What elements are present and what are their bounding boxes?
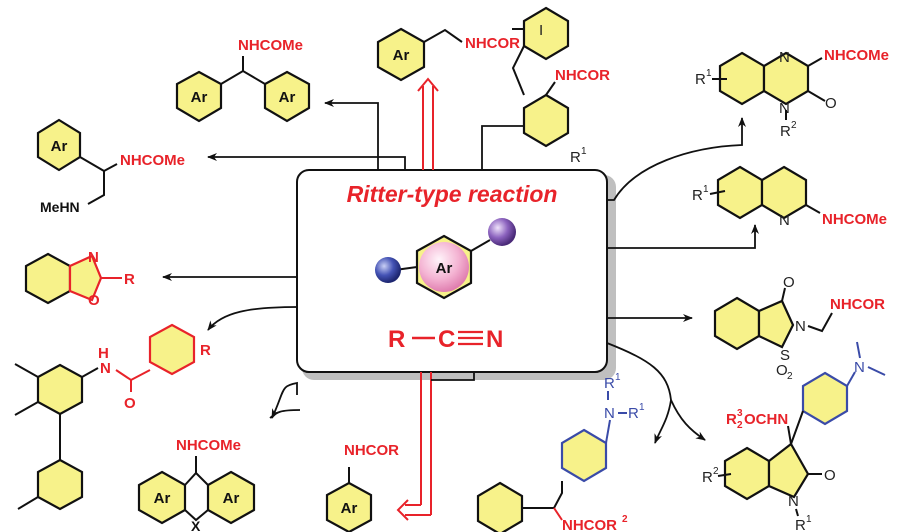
r1-sup: 1 — [703, 184, 709, 195]
nh-h-label: H — [98, 345, 109, 362]
amide-group-label: NHCOR — [562, 517, 617, 532]
so2-label: O — [776, 362, 788, 379]
red-double-arrow-up — [417, 77, 439, 170]
r2-sup: 2 — [791, 120, 797, 131]
product-benzylic-amide: Ar NHCOR — [376, 27, 520, 82]
ring-label: Ar — [51, 138, 68, 155]
red-double-arrow-down — [396, 372, 432, 521]
ring-label: Ar — [341, 500, 358, 517]
amide-group-label: NHCOMe — [824, 47, 889, 64]
arrow-to-aminophenyl-amide — [606, 342, 672, 444]
amide-group-label: NHCOMe — [176, 437, 241, 454]
n-label: N — [88, 249, 99, 266]
product-benzoxazole: N O R — [24, 249, 135, 309]
ring-label: Ar — [223, 490, 240, 507]
r1-sup: 1 — [615, 372, 621, 383]
blue-substituent-ball — [375, 257, 401, 283]
product-diamine-amide: Ar NHCOMe MeHN — [36, 118, 185, 215]
n-label: N — [788, 493, 799, 510]
r1-sup: 1 — [806, 514, 812, 525]
product-aminophenyl-amide: NHCOR 2 N R 1 R 1 — [476, 372, 645, 532]
amide-group-label: NHCOMe — [120, 152, 185, 169]
r3-sub: 2 — [737, 420, 743, 431]
amide-group-label: OCHN — [744, 411, 788, 428]
bracket-line — [431, 372, 475, 381]
r-label: R — [200, 342, 211, 359]
oxygen-label: O — [825, 95, 837, 112]
arrow-to-xanthene — [271, 381, 298, 419]
arrow-to-quinoline — [607, 224, 759, 249]
r1-label: R — [795, 517, 806, 532]
amide-group-label: NHCOR — [465, 35, 520, 52]
r1-label: R — [628, 405, 639, 422]
center-reaction-box: Ritter-type reaction Ar R C N — [296, 169, 616, 380]
n-label: N — [779, 100, 790, 117]
product-quinoline: N NHCOMe R 1 — [692, 165, 887, 229]
arrow-to-oxindole — [670, 399, 706, 441]
r1-sup: 1 — [706, 68, 712, 79]
s-label: S — [780, 347, 790, 364]
amide-group-label: NHCOMe — [238, 37, 303, 54]
r1-label: R — [695, 71, 706, 88]
ring-label: Ar — [154, 490, 171, 507]
product-anilide: Ar NHCOR — [325, 442, 399, 532]
o-label: O — [88, 292, 100, 309]
reaction-arrows — [162, 77, 759, 521]
purple-substituent-ball — [488, 218, 516, 246]
arrow-to-diamine-amide — [207, 153, 406, 170]
x-label: X — [191, 518, 201, 532]
amide-group-label: NHCOMe — [822, 211, 887, 228]
n-label: N — [795, 318, 806, 335]
r-label: R — [124, 271, 135, 288]
arrow-to-diarylmethyl-amide — [324, 99, 379, 170]
amide-group-label: NHCOR — [555, 67, 610, 84]
amide-group-label: NHCOR — [830, 296, 885, 313]
substituent-label: R — [570, 149, 581, 166]
nh-n-label: N — [100, 360, 111, 377]
o-label: O — [124, 395, 136, 412]
r1-label: R — [692, 187, 703, 204]
core-ar-label: Ar — [436, 260, 453, 277]
product-iodo-diaryl: I NHCOR R 1 — [511, 6, 610, 166]
product-benzamide: H N O R — [14, 323, 211, 511]
ring-label: Ar — [393, 47, 410, 64]
nme2-n-label: N — [854, 359, 865, 376]
r1-sup: 1 — [639, 402, 645, 413]
ring-label: Ar — [279, 89, 296, 106]
nitrile-formula: R C N — [388, 326, 503, 353]
amide-group-sup: 2 — [622, 514, 628, 525]
iodine-label: I — [539, 22, 543, 39]
n-label: N — [604, 405, 615, 422]
so2-sub: 2 — [787, 371, 793, 382]
r2-label: R — [780, 123, 791, 140]
r3-label: R — [726, 411, 737, 428]
o-label: O — [824, 467, 836, 484]
r2-label: R — [702, 469, 713, 486]
nitrile-r: R — [388, 326, 405, 353]
amide-group-label: NHCOR — [344, 442, 399, 459]
core-pink-disc — [419, 242, 469, 292]
n-label: N — [779, 212, 790, 229]
product-diarylmethyl-amide: Ar Ar NHCOMe — [175, 37, 311, 123]
nitrile-n: N — [486, 326, 503, 353]
product-saccharin: O N NHCOR S O 2 — [713, 274, 885, 382]
product-quinoxalinone: N N O NHCOMe R 2 R 1 — [695, 47, 889, 140]
r3-sup: 3 — [737, 408, 743, 419]
ring-label: Ar — [191, 89, 208, 106]
arrow-to-quinoxalinone — [607, 117, 746, 201]
substituent-sup: 1 — [581, 146, 587, 157]
arrow-to-benzamide — [207, 306, 298, 331]
product-oxindole: O N R 1 R 2 R 2 3 OCHN N — [702, 341, 886, 532]
r2-sup: 2 — [713, 466, 719, 477]
reaction-title: Ritter-type reaction — [347, 181, 558, 207]
r1-label: R — [604, 375, 615, 392]
o-label: O — [783, 274, 795, 291]
nitrile-c: C — [438, 326, 455, 353]
n-label: N — [779, 49, 790, 66]
arrow-to-xanthene-tail — [269, 409, 301, 419]
product-xanthene: Ar Ar NHCOMe X — [137, 437, 256, 532]
amine-label: MeHN — [40, 199, 80, 215]
